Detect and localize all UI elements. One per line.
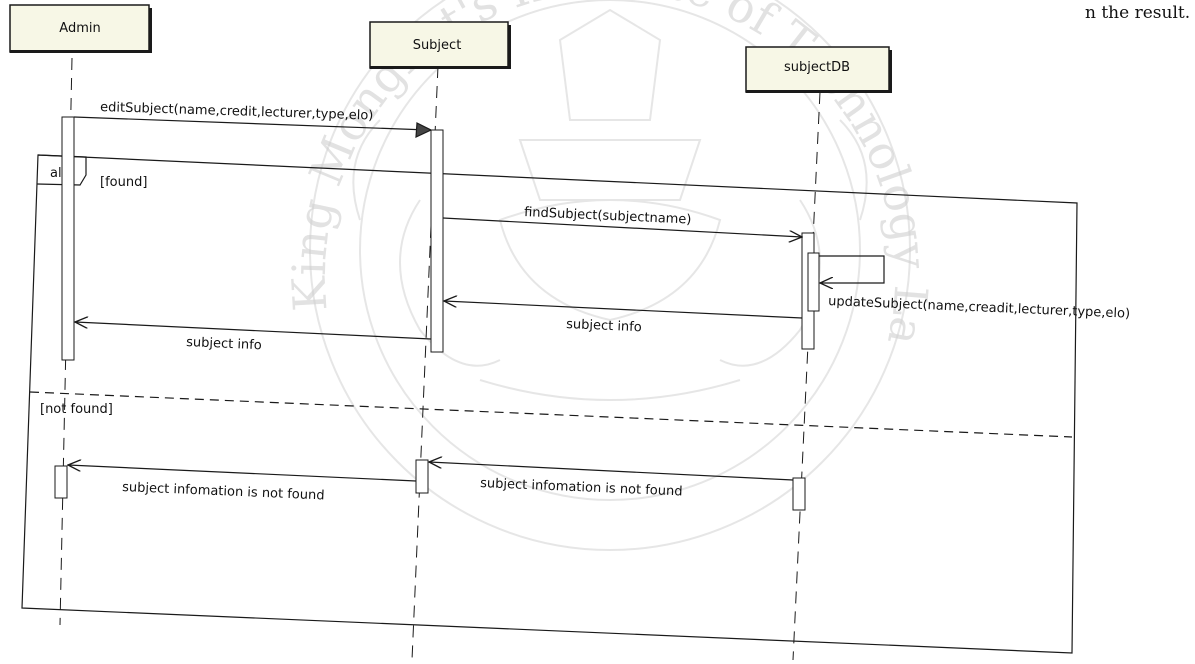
message-find-subject-arrow [442, 217, 802, 237]
message-edit-subject-head [415, 122, 433, 138]
message-subject-info-admin-label: subject info [186, 335, 262, 353]
message-not-found-subject-arrow [429, 462, 794, 481]
message-subject-info-db-arrow [444, 301, 803, 319]
message-not-found-subject-label: subject infomation is not found [480, 476, 683, 499]
participant-subjectdb: subjectDB [745, 46, 892, 93]
activation-admin-1 [61, 116, 75, 361]
message-not-found-admin-label: subject infomation is not found [122, 480, 325, 503]
message-not-found-admin-arrow [68, 465, 417, 482]
messages [68, 116, 885, 482]
participant-admin-label: Admin [59, 21, 100, 36]
guard-not-found: [not found] [40, 402, 113, 417]
participant-subject: Subject [369, 21, 511, 69]
activations [54, 116, 820, 511]
lifeline-subjectdb [792, 91, 821, 661]
activation-admin-2 [54, 465, 68, 499]
activation-subject-2 [415, 459, 429, 494]
participant-subject-label: Subject [413, 38, 462, 53]
activation-db-2 [807, 252, 820, 312]
alt-frame [21, 154, 1078, 654]
message-update-subject-label: updateSubject(name,creadit,lecturer,type… [828, 294, 1131, 322]
message-subject-info-admin-arrow [75, 322, 432, 340]
participant-admin: Admin [9, 4, 152, 53]
watermark-seal [309, 0, 911, 551]
page-text-fragment: n the result. [1085, 3, 1190, 23]
activation-db-3 [792, 477, 806, 511]
message-edit-subject-arrow [73, 116, 429, 131]
guard-found: [found] [100, 175, 147, 190]
message-subject-info-db-label: subject info [566, 317, 642, 335]
alt-divider [29, 391, 1073, 438]
participant-subjectdb-label: subjectDB [784, 60, 850, 75]
activation-subject-1 [430, 129, 444, 353]
message-update-subject-arrow [819, 255, 885, 283]
